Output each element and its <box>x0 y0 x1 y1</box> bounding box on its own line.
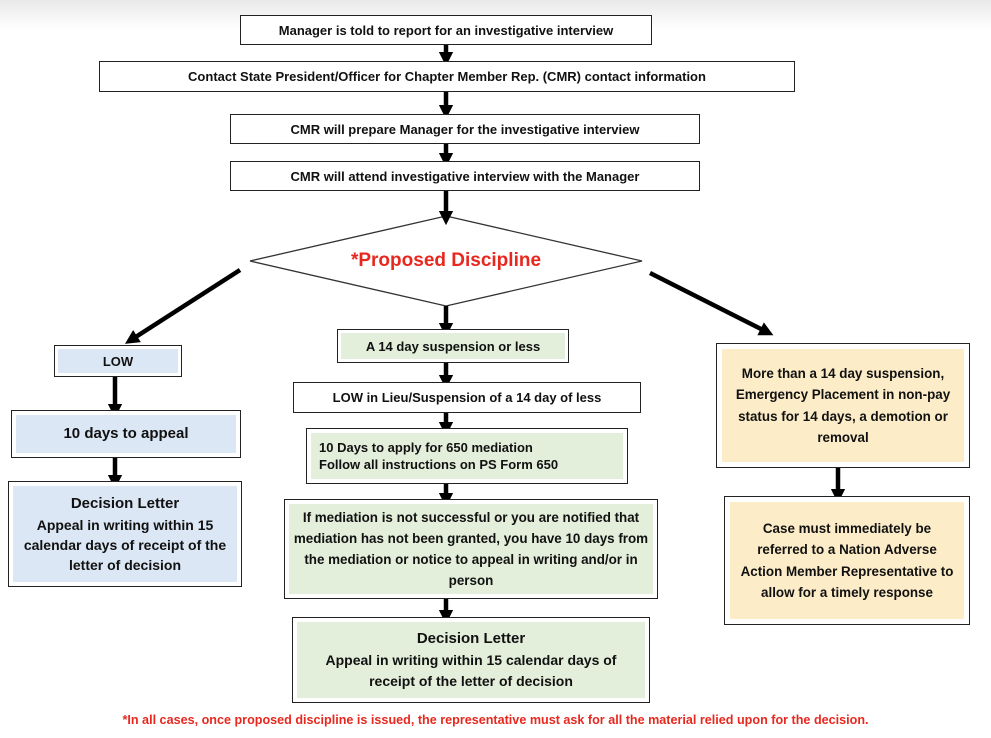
step-contact-president: Contact State President/Officer for Chap… <box>99 61 795 92</box>
center-mediation-line1: 10 Days to apply for 650 mediation <box>319 440 533 455</box>
center-decision-letter-fill: Decision Letter Appeal in writing within… <box>297 622 645 698</box>
center-suspension-fill: A 14 day suspension or less <box>341 333 565 359</box>
arrow-decision-left <box>124 268 242 344</box>
center-not-successful-fill: If mediation is not successful or you ar… <box>289 504 653 594</box>
center-decision-letter-box: Decision Letter Appeal in writing within… <box>292 617 650 703</box>
left-appeal-text: 10 days to appeal <box>63 425 189 442</box>
right-case-referred-fill: Case must immediately be referred to a N… <box>730 502 964 619</box>
right-case-referred-text: Case must immediately be referred to a N… <box>740 520 954 601</box>
step-cmr-attend-text: CMR will attend investigative interview … <box>290 168 640 184</box>
left-decision-letter-box: Decision Letter Appeal in writing within… <box>8 481 242 587</box>
left-decision-letter-text: Appeal in writing within 15 calendar day… <box>23 517 227 573</box>
step-cmr-prepare-text: CMR will prepare Manager for the investi… <box>290 121 640 137</box>
step-report-interview: Manager is told to report for an investi… <box>240 15 652 45</box>
left-low-box: LOW <box>54 345 182 377</box>
left-appeal-box: 10 days to appeal <box>11 410 241 458</box>
center-mediation-box: 10 Days to apply for 650 mediation Follo… <box>306 428 628 484</box>
center-decision-letter-text: Appeal in writing within 15 calendar day… <box>325 652 617 689</box>
step-report-interview-text: Manager is told to report for an investi… <box>278 22 614 38</box>
left-decision-letter-fill: Decision Letter Appeal in writing within… <box>13 486 237 582</box>
left-appeal-fill: 10 days to appeal <box>16 415 236 453</box>
center-not-successful-text: If mediation is not successful or you ar… <box>293 510 649 588</box>
left-low-text: LOW <box>102 353 134 369</box>
right-more-than-fill: More than a 14 day suspension, Emergency… <box>722 349 964 462</box>
proposed-discipline-label: *Proposed Discipline <box>350 250 542 271</box>
center-mediation-line2: Follow all instructions on PS Form 650 <box>319 457 559 472</box>
right-more-than-text: More than a 14 day suspension, Emergency… <box>735 365 951 446</box>
arrow-decision-right <box>648 270 774 336</box>
center-suspension-text: A 14 day suspension or less <box>365 338 541 354</box>
center-not-successful-box: If mediation is not successful or you ar… <box>284 499 658 599</box>
footnote: *In all cases, once proposed discipline … <box>122 713 869 727</box>
center-mediation-fill: 10 Days to apply for 650 mediation Follo… <box>311 433 623 479</box>
center-suspension-box: A 14 day suspension or less <box>337 329 569 363</box>
center-low-in-lieu-text: LOW in Lieu/Suspension of a 14 day of le… <box>332 390 602 405</box>
right-case-referred-box: Case must immediately be referred to a N… <box>724 496 970 625</box>
center-low-in-lieu-box: LOW in Lieu/Suspension of a 14 day of le… <box>293 382 641 413</box>
left-low-fill: LOW <box>58 349 178 373</box>
center-decision-letter-title: Decision Letter <box>416 630 526 647</box>
left-decision-letter-title: Decision Letter <box>70 495 180 512</box>
step-contact-president-text: Contact State President/Officer for Chap… <box>188 69 706 84</box>
step-cmr-attend: CMR will attend investigative interview … <box>230 161 700 191</box>
step-cmr-prepare: CMR will prepare Manager for the investi… <box>230 114 700 144</box>
right-more-than-box: More than a 14 day suspension, Emergency… <box>716 343 970 468</box>
